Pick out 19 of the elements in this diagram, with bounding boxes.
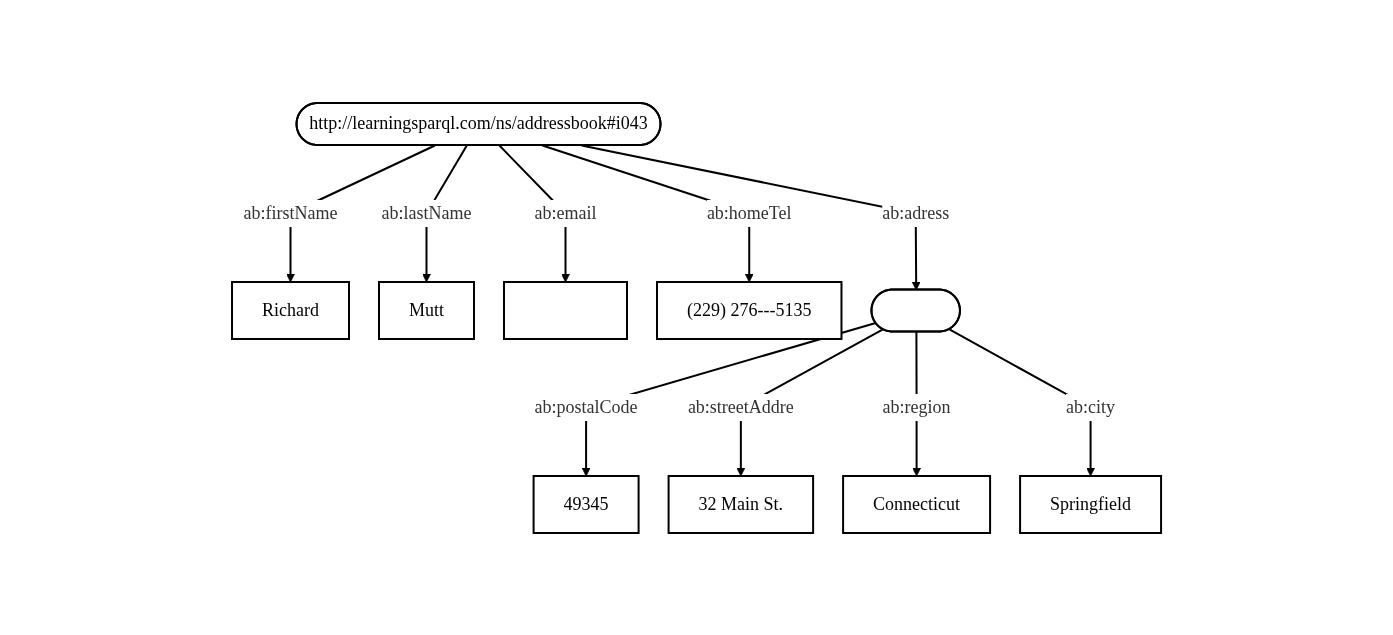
edge-label: ab:postalCode	[534, 396, 638, 417]
node-box: Springfield	[1019, 474, 1163, 534]
node-box: Richard	[230, 280, 350, 340]
node-box: Mutt	[377, 280, 475, 340]
node-box: (229) 276---5135	[655, 280, 843, 340]
arrow	[581, 321, 877, 476]
edge-label: ab:lastName	[381, 202, 472, 223]
edge-label: ab:firstName	[243, 202, 338, 223]
edge-label: ab:city	[1066, 396, 1116, 417]
node-box	[502, 280, 628, 340]
edge-label: ab:adress	[882, 202, 950, 223]
node-box: 49345	[532, 474, 640, 534]
arrow	[580, 144, 921, 290]
edge-label: ab:streetAddre	[687, 396, 794, 417]
edge-label: ab:homeTel	[706, 202, 792, 223]
node-box: Connecticut	[842, 474, 992, 534]
edge-label: ab:email	[534, 202, 597, 223]
node-box: 32 Main St.	[667, 474, 815, 534]
edge-label: ab:region	[882, 396, 951, 417]
